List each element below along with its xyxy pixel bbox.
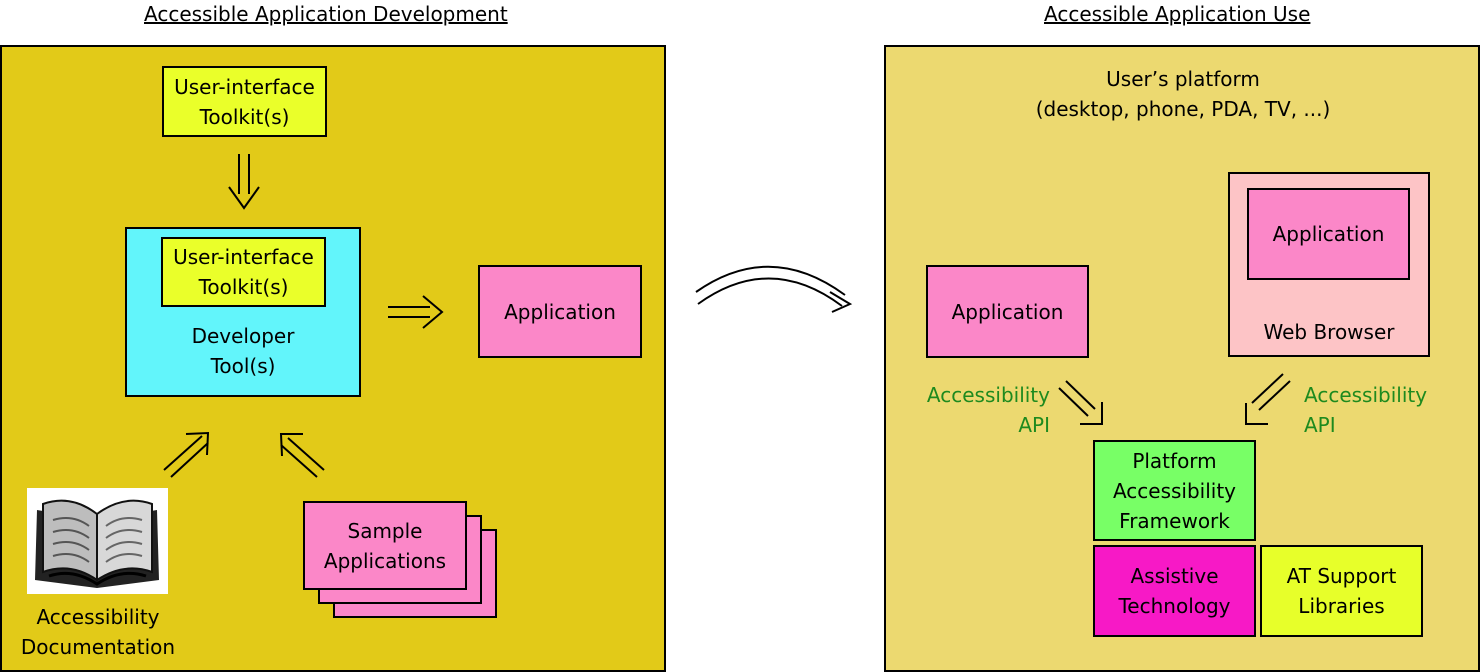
toolkit-label-line1: User-interface [174,74,315,99]
double-arrow-up-left-icon [279,433,325,478]
toolkit-box-inner: User-interface Toolkit(s) [161,237,326,307]
sample-label-line1: Sample [347,518,423,543]
application-box-use: Application [926,265,1089,358]
platform-framework-box: Platform Accessibility Framework [1093,440,1256,541]
book-icon [27,488,168,594]
developer-tools-label: Developer Tool(s) [191,324,295,378]
platform-label: User’s platform (desktop, phone, PDA, TV… [1035,67,1331,121]
framework-label-line1: Platform [1132,448,1217,473]
double-arrow-up-right-icon [163,431,210,478]
double-arrow-down-icon [228,154,260,210]
assistive-label-line1: Assistive [1130,564,1219,588]
framework-label-line3: Framework [1119,508,1230,533]
accessibility-api-right: Accessibility API [1304,383,1428,437]
sample-applications-front: Sample Applications [303,501,467,590]
toolkit-label-line2: Toolkit(s) [199,104,290,129]
assistive-label-line2: Technology [1118,594,1231,618]
browser-application-box: Application [1247,188,1410,280]
sample-label-line2: Applications [323,548,447,573]
toolkit-box-top: User-interface Toolkit(s) [162,66,327,137]
application-label-dev: Application [504,299,616,324]
application-label-use: Application [951,299,1064,324]
web-browser-label: Web Browser [1263,320,1395,344]
at-support-label-line1: AT Support [1286,564,1397,588]
accessibility-api-left: Accessibility API [926,383,1050,437]
use-heading: Accessible Application Use [1044,2,1311,26]
assistive-technology-box: Assistive Technology [1093,545,1256,637]
browser-application-label: Application [1272,222,1385,246]
at-support-label-line2: Libraries [1298,594,1385,618]
double-arrow-down-left-icon [1245,373,1291,425]
double-arrow-right-icon [388,295,444,329]
development-heading: Accessible Application Development [144,2,508,26]
double-arrow-down-right-icon [1058,380,1103,425]
at-support-libraries-box: AT Support Libraries [1260,545,1423,637]
accessibility-documentation-label: Accessibility Documentation [20,605,176,659]
application-box-dev: Application [478,265,642,358]
framework-label-line2: Accessibility [1112,478,1237,503]
toolkit-inner-label-line2: Toolkit(s) [198,275,289,299]
toolkit-inner-label-line1: User-interface [173,245,314,269]
curved-double-arrow-icon [695,265,853,313]
